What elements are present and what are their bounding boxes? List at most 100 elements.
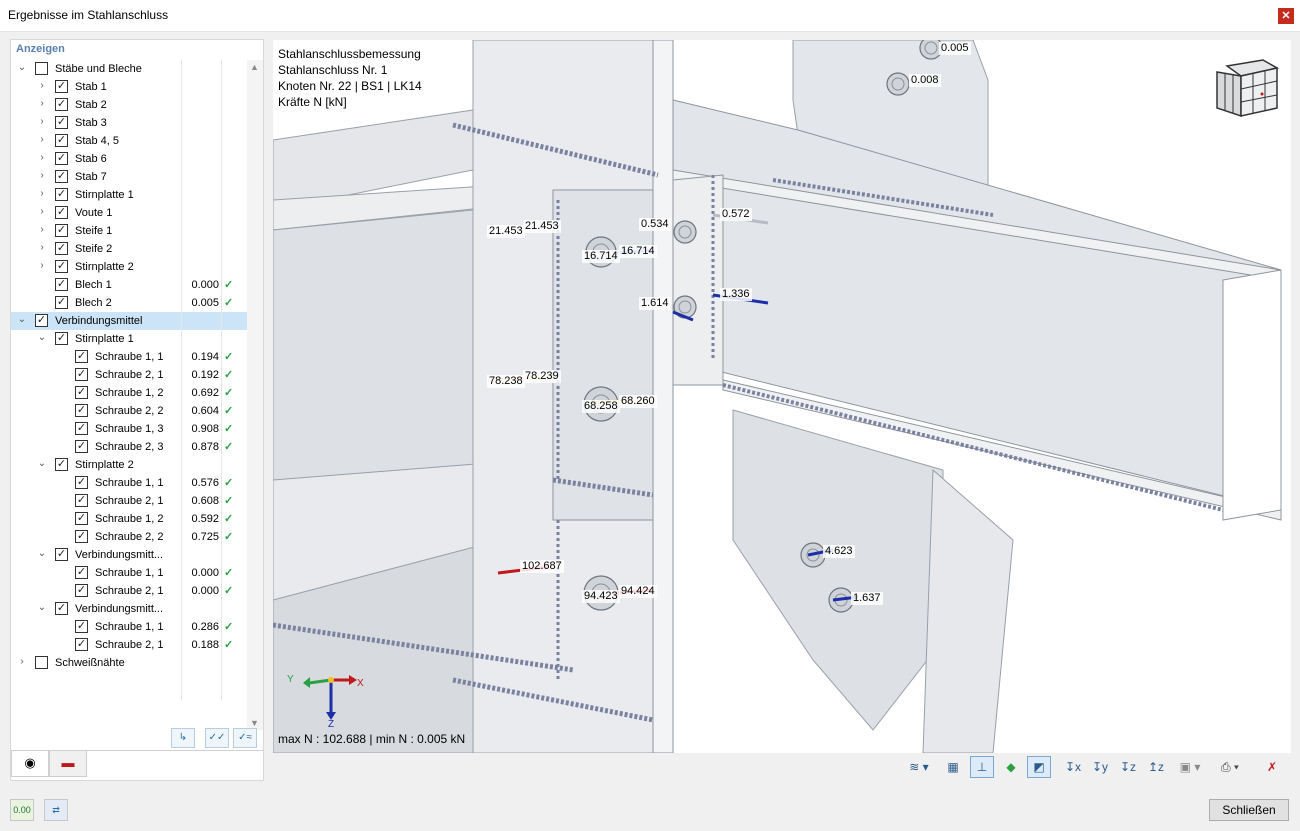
tree-checkbox[interactable]: ✓ <box>75 638 88 651</box>
tree-checkbox[interactable]: ✓ <box>75 620 88 633</box>
chevron-right-icon[interactable]: › <box>40 134 44 145</box>
tree-item[interactable]: ›Schweißnähte <box>11 654 247 672</box>
chevron-right-icon[interactable]: › <box>40 170 44 181</box>
chevron-down-icon[interactable]: ⌄ <box>37 602 47 613</box>
tree-checkbox[interactable]: ✓ <box>75 476 88 489</box>
view-minus-z-button[interactable]: ↥z <box>1144 756 1168 778</box>
close-button[interactable]: Schließen <box>1209 799 1289 821</box>
tree-item[interactable]: ⌄✓Verbindungsmittel <box>11 312 247 330</box>
tree-checkbox[interactable]: ✓ <box>55 80 68 93</box>
chevron-right-icon[interactable]: › <box>40 206 44 217</box>
tree-checkbox[interactable]: ✓ <box>35 314 48 327</box>
tab-display[interactable]: ◉ <box>11 751 49 777</box>
tree-checkbox[interactable]: ✓ <box>75 530 88 543</box>
view-x-button[interactable]: ↧x <box>1061 756 1085 778</box>
navigation-cube[interactable] <box>1215 54 1281 120</box>
tree-checkbox[interactable]: ✓ <box>75 350 88 363</box>
tree-checkbox[interactable]: ✓ <box>55 602 68 615</box>
chevron-right-icon[interactable]: › <box>40 98 44 109</box>
tree-checkbox[interactable]: ✓ <box>55 224 68 237</box>
select-item-button[interactable]: ↳ <box>171 728 195 748</box>
color-scale-button[interactable]: ◆ <box>999 756 1023 778</box>
chevron-right-icon[interactable]: › <box>40 242 44 253</box>
chevron-down-icon[interactable]: ⌄ <box>37 548 47 559</box>
tree-item[interactable]: ⌄✓Verbindungsmitt... <box>11 546 247 564</box>
tree-checkbox[interactable]: ✓ <box>55 458 68 471</box>
tree-item[interactable]: ⌄Stäbe und Bleche <box>11 60 247 78</box>
chevron-right-icon[interactable]: › <box>40 152 44 163</box>
iso-view-button[interactable]: ▣ ▾ <box>1172 756 1208 778</box>
tree-checkbox[interactable]: ✓ <box>55 134 68 147</box>
tree-checkbox[interactable]: ✓ <box>75 422 88 435</box>
chevron-right-icon[interactable]: › <box>40 80 44 91</box>
chevron-down-icon[interactable]: ⌄ <box>17 314 27 325</box>
print-button[interactable]: ⎙ ▾ <box>1212 756 1248 778</box>
scroll-down-icon[interactable]: ▼ <box>250 718 259 728</box>
tree-checkbox[interactable] <box>35 656 48 669</box>
view-y-button[interactable]: ↧y <box>1088 756 1112 778</box>
view-z-button[interactable]: ↧z <box>1116 756 1140 778</box>
chevron-right-icon[interactable]: › <box>40 224 44 235</box>
tree-item[interactable]: ⌄✓Stirnplatte 2 <box>11 456 247 474</box>
tree-checkbox[interactable]: ✓ <box>75 584 88 597</box>
tree-item[interactable]: ›✓Stab 6 <box>11 150 247 168</box>
tree-checkbox[interactable]: ✓ <box>75 368 88 381</box>
chevron-right-icon[interactable]: › <box>40 116 44 127</box>
tree-item[interactable]: ›✓Stab 4, 5 <box>11 132 247 150</box>
tree-item[interactable]: ›✓Steife 1 <box>11 222 247 240</box>
toggle-checks-button[interactable]: ✓≈ <box>233 728 257 748</box>
tree-checkbox[interactable]: ✓ <box>55 188 68 201</box>
export-button[interactable]: ⇄ <box>44 799 68 821</box>
tree-checkbox[interactable]: ✓ <box>75 512 88 525</box>
tree-checkbox[interactable]: ✓ <box>75 440 88 453</box>
tree-checkbox[interactable]: ✓ <box>75 566 88 579</box>
tree-checkbox[interactable]: ✓ <box>55 296 68 309</box>
tree-checkbox[interactable]: ✓ <box>75 404 88 417</box>
tree-scrollbar[interactable]: ▲ ▼ <box>247 60 263 730</box>
tree-item[interactable]: ›✓Voute 1 <box>11 204 247 222</box>
tree-checkbox[interactable]: ✓ <box>55 260 68 273</box>
tree-checkbox[interactable]: ✓ <box>55 206 68 219</box>
tree-item[interactable]: ›✓Steife 2 <box>11 240 247 258</box>
chevron-down-icon[interactable]: ⌄ <box>37 458 47 469</box>
decimals-button[interactable]: 0.00 <box>10 799 34 821</box>
scroll-up-icon[interactable]: ▲ <box>250 62 259 72</box>
result-values-button[interactable]: ⊥ <box>970 756 994 778</box>
close-icon[interactable]: ✕ <box>1278 8 1294 24</box>
tree-checkbox[interactable]: ✓ <box>55 278 68 291</box>
tree-item[interactable]: ⌄✓Stirnplatte 1 <box>11 330 247 348</box>
chevron-right-icon[interactable]: › <box>20 656 24 667</box>
tree-item[interactable]: ›✓Stirnplatte 2 <box>11 258 247 276</box>
chevron-down-icon[interactable]: ⌄ <box>37 332 47 343</box>
display-filter-button[interactable]: ◩ <box>1027 756 1051 778</box>
graphics-viewport[interactable]: Stahlanschlussbemessung Stahlanschluss N… <box>273 40 1291 753</box>
tree-checkbox[interactable] <box>35 62 48 75</box>
render-mode-button[interactable]: ≋ ▾ <box>901 756 937 778</box>
chevron-right-icon[interactable]: › <box>40 260 44 271</box>
tree-item[interactable]: ⌄✓Verbindungsmitt... <box>11 600 247 618</box>
tree-checkbox[interactable]: ✓ <box>75 494 88 507</box>
tab-results[interactable]: ▬ <box>49 751 87 777</box>
tree-item[interactable]: ›✓Stab 1 <box>11 78 247 96</box>
tree-checkbox[interactable]: ✓ <box>55 152 68 165</box>
tree-item[interactable]: ›✓Stab 7 <box>11 168 247 186</box>
tree-checkbox[interactable]: ✓ <box>55 332 68 345</box>
tree-checkbox[interactable]: ✓ <box>55 98 68 111</box>
check-all-button[interactable]: ✓✓ <box>205 728 229 748</box>
